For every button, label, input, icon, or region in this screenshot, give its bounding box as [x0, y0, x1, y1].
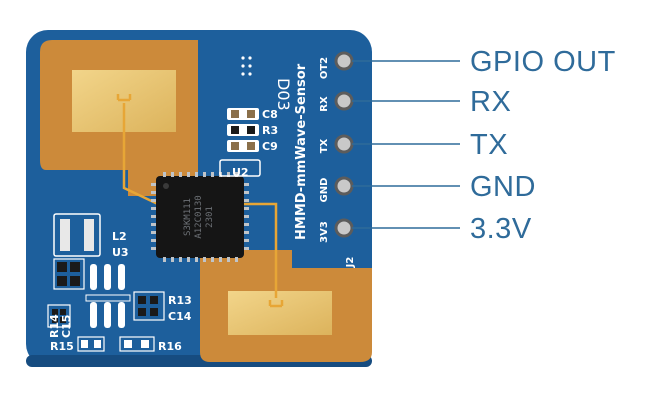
- radar-chip: S3KM111 A12C0130 2301: [151, 172, 249, 262]
- board-name: HMMD-mmWave-Sensor: [294, 63, 309, 240]
- pin-label-rx: RX: [470, 86, 512, 118]
- silk-header-j2: J2: [345, 257, 356, 269]
- chip-marking-line-1: S3KM111: [183, 198, 193, 236]
- silkscreen-refs-top: C8 R3 C9 U2: [232, 108, 278, 179]
- silk-pin-tx: TX: [319, 138, 330, 153]
- ref-r16: R16: [158, 340, 182, 353]
- silk-pin-rx: RX: [319, 96, 330, 112]
- rf-traces: [116, 94, 284, 308]
- pin-label-gnd: GND: [470, 171, 536, 203]
- smd-components-bottom-left: [47, 213, 165, 352]
- silkscreen-refs-bottom: L2 U3 R13 C14 R14 C15 R15 R16: [48, 230, 192, 353]
- ref-c14: C14: [168, 310, 192, 323]
- ref-c15: C15: [60, 315, 73, 338]
- ref-c8: C8: [262, 108, 278, 121]
- pin-hole-3v3: [334, 218, 354, 238]
- ref-u2: U2: [232, 166, 249, 179]
- silk-pin-ot2: OT2: [319, 57, 330, 79]
- board-version: D03: [274, 78, 293, 111]
- ref-r14: R14: [48, 314, 61, 338]
- ref-r15: R15: [50, 340, 74, 353]
- smd-components-top: [219, 108, 261, 177]
- board-name-label: HMMD-mmWave-Sensor: [294, 63, 309, 240]
- chip-marking-line-3: 2301: [205, 206, 215, 228]
- version-label: D03: [274, 78, 293, 111]
- silk-pin-gnd: GND: [319, 178, 330, 203]
- chip-marking-line-2: A12C0130: [194, 195, 204, 238]
- pin-hole-gpio-out: [334, 51, 354, 71]
- ref-u3: U3: [112, 246, 129, 259]
- pin-label-3v3: 3.3V: [470, 213, 532, 245]
- silk-pin-3v3: 3V3: [319, 221, 330, 243]
- ref-r13: R13: [168, 294, 192, 307]
- ref-l2: L2: [112, 230, 127, 243]
- pin-hole-gnd: [334, 176, 354, 196]
- ref-r3: R3: [262, 124, 278, 137]
- leader-lines: [352, 60, 460, 229]
- antenna-patch-bottom: [228, 291, 332, 335]
- ref-c9: C9: [262, 140, 278, 153]
- silkscreen-pin-names: OT2 RX TX GND 3V3 J2: [319, 57, 356, 269]
- pin-label-tx: TX: [470, 129, 509, 161]
- pin-hole-tx: [334, 134, 354, 154]
- pin-hole-rx: [334, 91, 354, 111]
- test-dots: [241, 56, 252, 76]
- pin-label-gpio-out: GPIO OUT: [470, 46, 616, 78]
